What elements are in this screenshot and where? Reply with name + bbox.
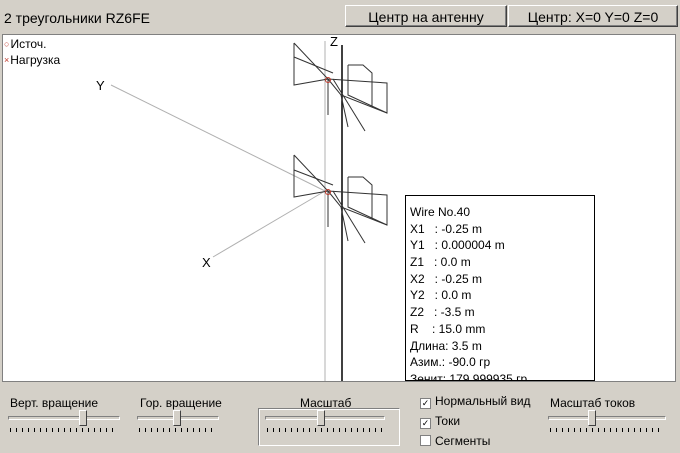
normal-view-checkbox[interactable]: ✓ Нормальный вид <box>420 394 531 409</box>
slider-thumb[interactable] <box>79 410 87 426</box>
horizontal-rotation-label: Гор. вращение <box>140 396 222 410</box>
controls-panel: Верт. вращение Гор. вращение Масштаб ✓ Но… <box>0 384 680 453</box>
source-marker-icon: ○ <box>4 39 10 49</box>
wire-info-line: Y2 : 0.0 m <box>410 288 472 303</box>
wire-info-panel: Wire No.40 X1 : -0.25 m Y1 : 0.000004 m … <box>405 195 595 381</box>
checkbox-label: Токи <box>435 414 461 428</box>
antenna-drawing <box>110 41 388 381</box>
wire-info-line: Длина: 3.5 m <box>410 338 482 353</box>
wire-info-line: Wire No.40 <box>410 205 471 219</box>
current-scale-slider[interactable] <box>548 410 666 434</box>
slider-thumb[interactable] <box>588 410 596 426</box>
center-readout: Центр: X=0 Y=0 Z=0 <box>508 5 678 27</box>
legend-label: Источ. <box>10 37 47 51</box>
checkbox-box[interactable]: ✓ <box>420 418 431 429</box>
window-title: 2 треугольники RZ6FE <box>4 10 150 26</box>
upper-triangle-antenna <box>293 42 388 132</box>
legend-label: Нагрузка <box>10 53 61 67</box>
center-on-antenna-button[interactable]: Центр на антенну <box>345 5 507 27</box>
segments-checkbox[interactable]: Сегменты <box>420 434 490 448</box>
lower-triangle-antenna <box>293 154 388 244</box>
scale-group-box <box>258 408 400 446</box>
horizontal-rotation-slider[interactable] <box>137 410 219 434</box>
checkbox-label: Сегменты <box>435 434 491 448</box>
checkbox-label: Нормальный вид <box>435 394 531 408</box>
scale-slider[interactable] <box>265 410 385 434</box>
current-scale-label: Масштаб токов <box>550 396 636 410</box>
x-axis-line <box>212 190 326 258</box>
wire-info-line: Z2 : -3.5 m <box>410 305 475 320</box>
checkbox-box[interactable]: ✓ <box>420 398 431 409</box>
checkbox-box[interactable] <box>420 435 431 446</box>
load-marker-icon: × <box>4 55 10 65</box>
wire-info-line: Азим.: -90.0 гр <box>410 355 491 370</box>
wire-info-line: Z1 : 0.0 m <box>410 255 471 270</box>
y-axis-label: Y <box>96 78 105 93</box>
slider-thumb[interactable] <box>317 410 325 426</box>
slider-thumb[interactable] <box>173 410 181 426</box>
wire-info-line: X1 : -0.25 m <box>410 221 483 236</box>
legend-item-source: ○Источ. <box>4 37 46 51</box>
vertical-rotation-slider[interactable] <box>8 410 120 434</box>
legend-item-load: ×Нагрузка <box>4 53 60 67</box>
wire-info-line: R : 15.0 mm <box>410 321 486 336</box>
x-axis-label: X <box>202 255 211 270</box>
antenna-3d-view[interactable]: ○Источ. ×Нагрузка Y X Z Wire No.40 X1 : … <box>2 34 676 382</box>
y-axis-line <box>110 84 326 192</box>
wire-info-line: Зенит: 179.999935 гр <box>410 371 528 382</box>
currents-checkbox[interactable]: ✓ Токи <box>420 414 460 429</box>
wire-info-line: X2 : -0.25 m <box>410 271 483 286</box>
z-axis-label: Z <box>330 34 338 49</box>
title-bar: 2 треугольники RZ6FE Центр на антенну Це… <box>0 0 680 34</box>
scale-label: Масштаб <box>300 396 352 410</box>
wire-info-line: Y1 : 0.000004 m <box>410 238 505 253</box>
vertical-rotation-label: Верт. вращение <box>10 396 99 410</box>
